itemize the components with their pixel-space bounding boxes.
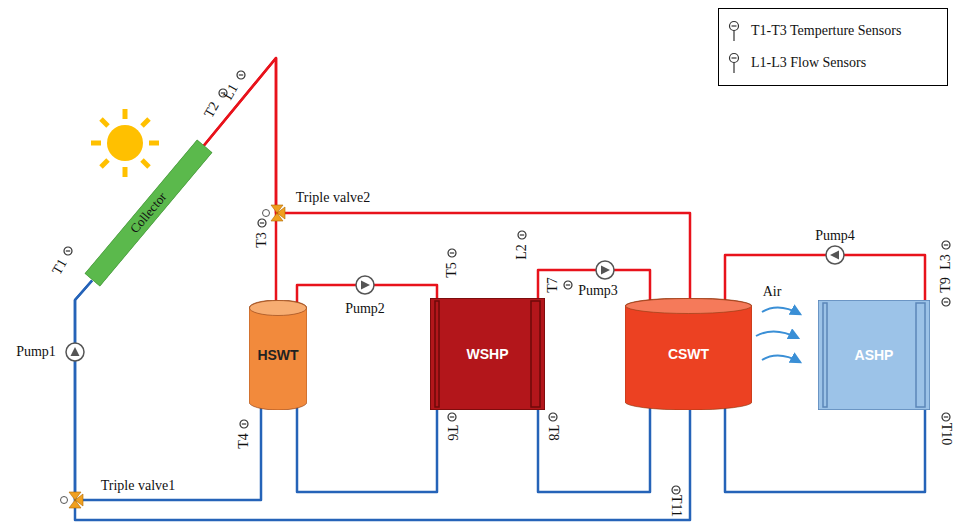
pipe	[204, 58, 276, 304]
sensor-label: T2	[202, 100, 222, 120]
legend-entry: L1-L3 Flow Sensors	[727, 47, 939, 79]
exchanger-plate	[531, 301, 540, 407]
sensor-symbol	[64, 71, 950, 494]
legend-text: T1-T3 Temperture Sensors	[751, 23, 901, 39]
collector-panel	[84, 140, 212, 287]
sensor-label: T1	[50, 257, 70, 277]
tank-top	[250, 301, 307, 316]
sensor-label: L2	[515, 244, 529, 260]
legend: T1-T3 Temperture SensorsL1-L3 Flow Senso…	[718, 8, 948, 86]
component-label: Pump3	[578, 284, 618, 298]
node-label: ASHP	[855, 347, 894, 363]
pipe	[204, 58, 690, 302]
valve-symbol	[61, 492, 84, 508]
pump-symbol	[826, 246, 844, 264]
node-label: WSHP	[467, 346, 509, 362]
component-label: Pump2	[345, 302, 385, 316]
sensor-label: T6	[445, 425, 459, 441]
pipe	[725, 406, 925, 492]
tank-body	[249, 300, 307, 410]
component-label: Pump1	[16, 345, 56, 359]
component-label: Triple valve1	[101, 479, 176, 493]
sensor-symbol	[727, 19, 741, 43]
pipe	[297, 406, 437, 492]
pump-symbol	[356, 276, 374, 294]
sensor-label: T8	[546, 425, 560, 441]
unit-casing	[430, 298, 545, 410]
sensor-label: T5	[445, 262, 459, 278]
sensor-label: T7	[546, 277, 560, 293]
pump-symbol	[596, 261, 614, 279]
sensor-label: L1	[221, 82, 241, 102]
pipe	[725, 255, 925, 302]
heat-pump: ASHP	[818, 300, 930, 410]
sensor-label: L3	[939, 254, 953, 270]
tank-body	[625, 298, 752, 410]
pipe	[538, 406, 650, 492]
pipe	[75, 280, 261, 500]
exchanger-plate	[916, 303, 925, 407]
pipe	[538, 270, 650, 302]
pump-symbol	[66, 343, 84, 361]
component-label: Air	[763, 285, 782, 299]
exchanger-plate	[823, 303, 827, 407]
air-arrows	[756, 307, 800, 362]
valve-symbol	[263, 205, 286, 221]
sensor-label: T11	[669, 495, 683, 517]
component-label: Pump4	[815, 229, 855, 243]
solar-collector: Collector	[84, 140, 212, 287]
sensor-label: T3	[255, 232, 269, 248]
sensor-label: T4	[237, 433, 251, 449]
node-label: CSWT	[668, 346, 709, 362]
water-tank: HSWT	[249, 300, 307, 410]
legend-text: L1-L3 Flow Sensors	[751, 55, 866, 71]
exchanger-plate	[435, 301, 439, 407]
sun-icon	[91, 109, 159, 177]
pipe	[75, 280, 690, 520]
heat-pump: WSHP	[430, 298, 545, 410]
tank-top	[626, 299, 752, 314]
legend-entry: T1-T3 Temperture Sensors	[727, 15, 939, 47]
node-label: HSWT	[257, 347, 298, 363]
unit-casing	[818, 300, 930, 410]
sensor-label: T10	[939, 423, 953, 446]
sensor-symbol	[727, 51, 741, 75]
node-label: Collector	[126, 189, 169, 236]
water-tank: CSWT	[625, 298, 752, 410]
component-label: Triple valve2	[296, 191, 371, 205]
pipe-layer	[75, 58, 925, 520]
sensor-label: T9	[939, 277, 953, 293]
